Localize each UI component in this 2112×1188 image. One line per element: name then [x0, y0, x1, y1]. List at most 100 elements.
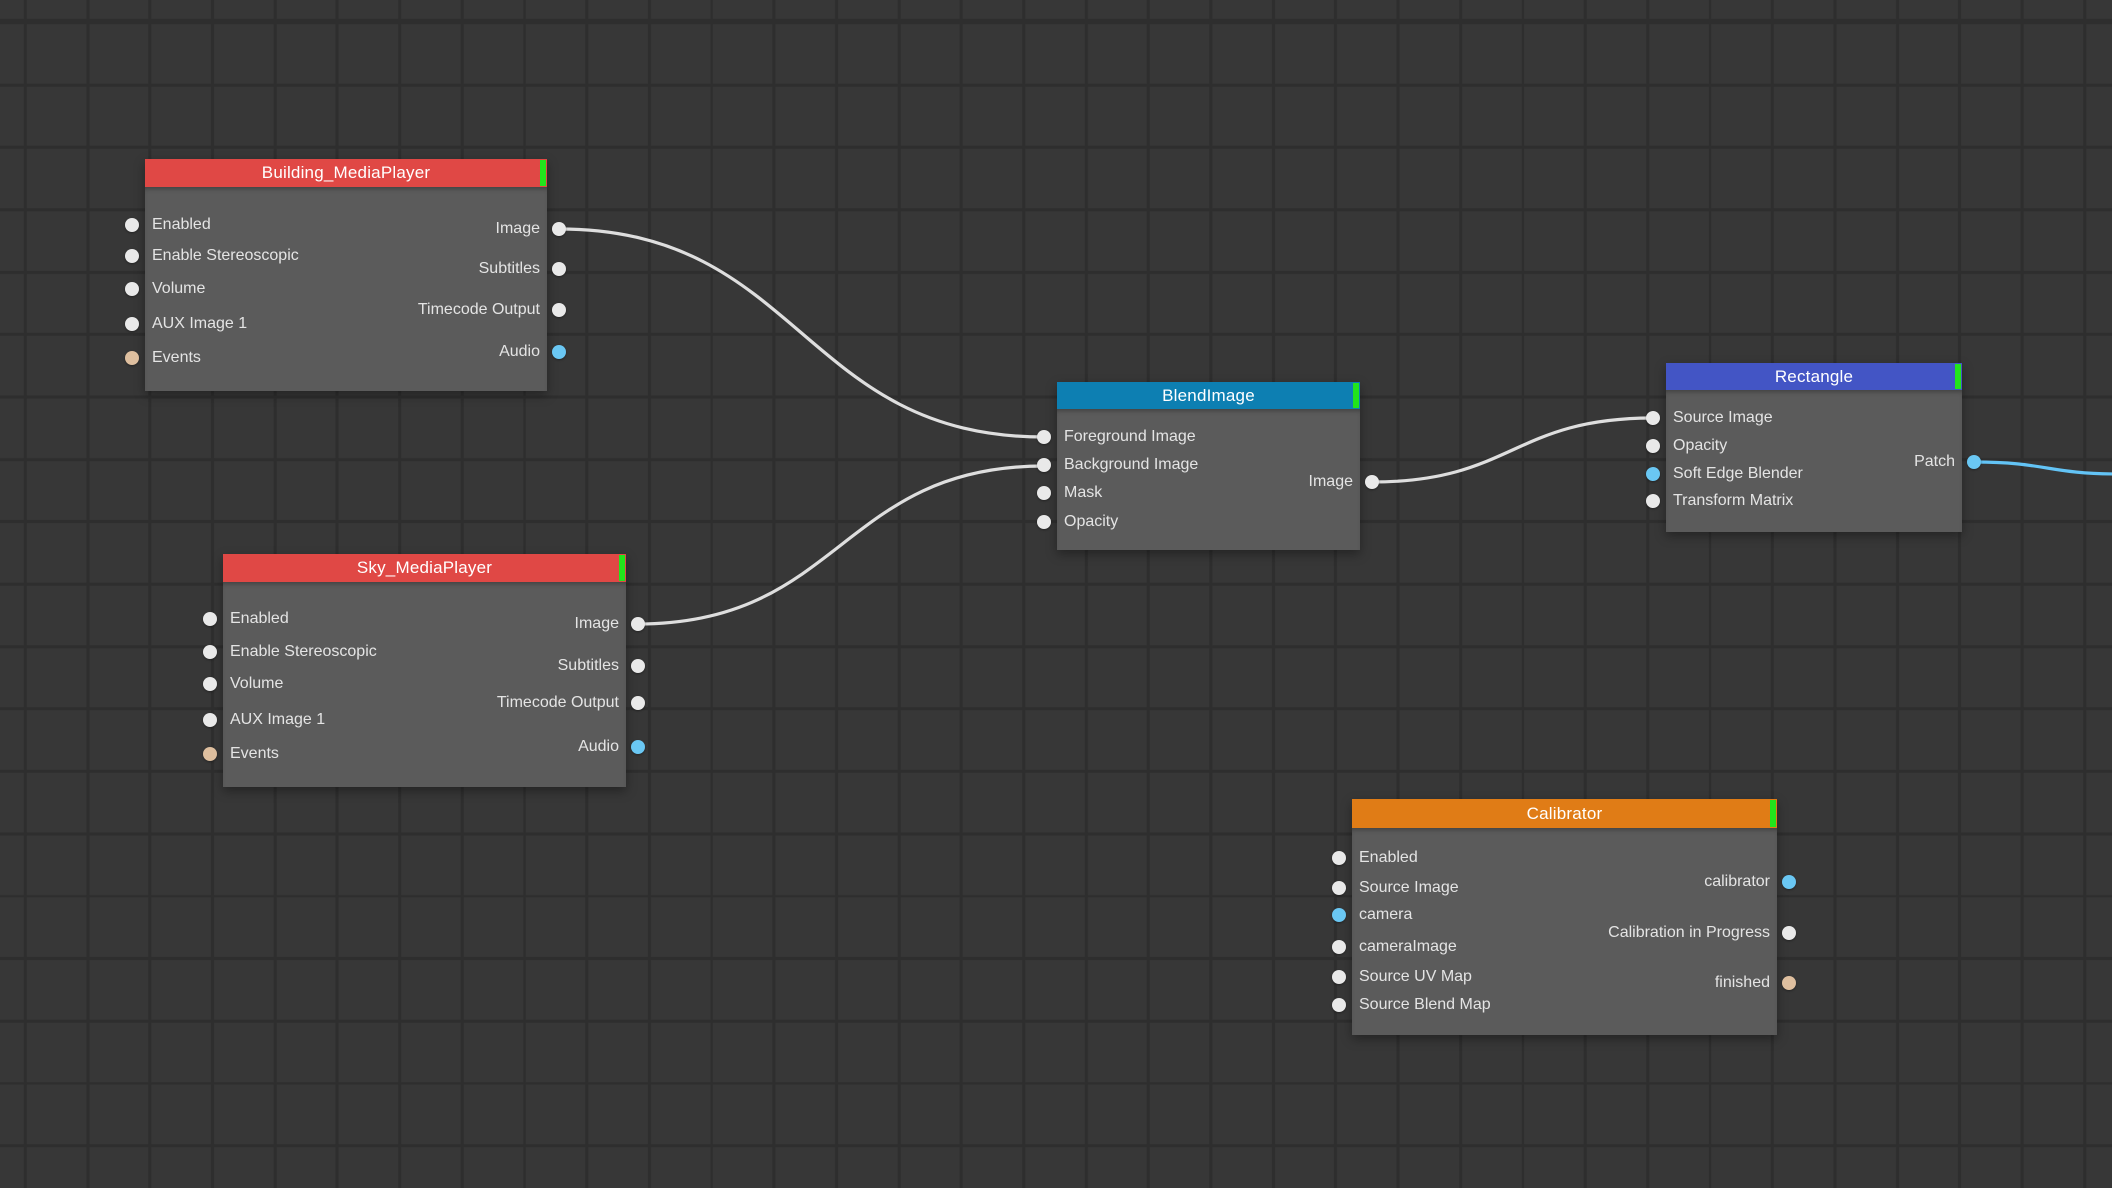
node-header-rectangle[interactable]: Rectangle [1666, 363, 1962, 390]
port-output-calibrator-finished[interactable] [1782, 976, 1796, 990]
port-label: Enabled [152, 216, 211, 233]
port-input-rectangle-opacity[interactable] [1646, 439, 1660, 453]
port-label: Patch [1914, 453, 1955, 470]
port-output-calibrator-calibrator[interactable] [1782, 875, 1796, 889]
node-status-strip [1770, 800, 1776, 827]
node-title: BlendImage [1162, 385, 1255, 405]
port-input-building-mediaplayer-enable-stereoscopic[interactable] [125, 249, 139, 263]
port-label: Opacity [1064, 513, 1119, 530]
node-header-blendimage[interactable]: BlendImage [1057, 382, 1360, 409]
port-label: AUX Image 1 [152, 315, 248, 332]
port-label: Image [1308, 473, 1353, 490]
port-label: Mask [1064, 484, 1103, 501]
port-output-building-mediaplayer-image[interactable] [552, 222, 566, 236]
wire-building-image-to-blend-foreground[interactable] [557, 227, 1046, 439]
port-input-calibrator-source-blend-map[interactable] [1332, 998, 1346, 1012]
port-label: Source Image [1673, 409, 1773, 426]
port-label: Image [495, 220, 540, 237]
port-label: Soft Edge Blender [1673, 465, 1803, 482]
port-input-building-mediaplayer-enabled[interactable] [125, 218, 139, 232]
port-output-blendimage-image[interactable] [1365, 475, 1379, 489]
port-input-sky-mediaplayer-events[interactable] [203, 747, 217, 761]
port-output-building-mediaplayer-audio[interactable] [552, 345, 566, 359]
node-body-sky-mediaplayer [223, 582, 626, 787]
wire-blend-image-to-rectangle-source[interactable] [1370, 416, 1655, 484]
port-label: cameraImage [1359, 938, 1457, 955]
port-label: Timecode Output [496, 694, 619, 711]
port-input-sky-mediaplayer-enabled[interactable] [203, 612, 217, 626]
port-label: Source Image [1359, 879, 1459, 896]
port-output-sky-mediaplayer-image[interactable] [631, 617, 645, 631]
wire-rectangle-patch-to-offscreen[interactable] [1972, 460, 2112, 476]
port-input-calibrator-camera[interactable] [1332, 908, 1346, 922]
port-input-building-mediaplayer-volume[interactable] [125, 282, 139, 296]
node-title: Building_MediaPlayer [261, 163, 431, 182]
node-title: Sky_MediaPlayer [356, 558, 493, 577]
node-header-sky-mediaplayer[interactable]: Sky_MediaPlayer [223, 554, 626, 582]
node-status-strip [619, 555, 625, 581]
port-input-sky-mediaplayer-volume[interactable] [203, 677, 217, 691]
port-input-calibrator-source-image[interactable] [1332, 881, 1346, 895]
port-label: Foreground Image [1064, 428, 1196, 445]
node-body-calibrator [1352, 828, 1777, 1035]
port-output-sky-mediaplayer-timecode-output[interactable] [631, 696, 645, 710]
node-body-rectangle [1666, 390, 1962, 532]
port-output-sky-mediaplayer-audio[interactable] [631, 740, 645, 754]
node-status-strip [1353, 383, 1359, 408]
port-input-blendimage-opacity[interactable] [1037, 515, 1051, 529]
port-label: Volume [152, 280, 206, 297]
port-output-calibrator-calibration-in-progress[interactable] [1782, 926, 1796, 940]
port-label: calibrator [1704, 873, 1770, 890]
port-input-blendimage-foreground-image[interactable] [1037, 430, 1051, 444]
port-input-blendimage-background-image[interactable] [1037, 458, 1051, 472]
node-title: Rectangle [1774, 366, 1854, 386]
port-label: Background Image [1064, 456, 1199, 473]
port-label: Transform Matrix [1673, 492, 1794, 509]
port-label: Source UV Map [1359, 968, 1472, 985]
port-label: AUX Image 1 [230, 711, 326, 728]
port-label: Events [230, 745, 279, 762]
node-body-blendimage [1057, 409, 1360, 550]
port-output-building-mediaplayer-timecode-output[interactable] [552, 303, 566, 317]
node-header-calibrator[interactable]: Calibrator [1352, 799, 1777, 828]
port-input-rectangle-transform-matrix[interactable] [1646, 494, 1660, 508]
port-output-sky-mediaplayer-subtitles[interactable] [631, 659, 645, 673]
port-label: Calibration in Progress [1608, 924, 1770, 941]
port-label: Audio [499, 343, 540, 360]
wire-sky-image-to-blend-background[interactable] [636, 464, 1046, 626]
node-title: Calibrator [1526, 803, 1603, 823]
port-label: Enable Stereoscopic [152, 247, 299, 264]
port-input-blendimage-mask[interactable] [1037, 486, 1051, 500]
port-label: Volume [230, 675, 284, 692]
port-input-calibrator-source-uv-map[interactable] [1332, 970, 1346, 984]
port-label: Timecode Output [417, 301, 540, 318]
port-label: Enabled [1359, 849, 1418, 866]
port-input-rectangle-source-image[interactable] [1646, 411, 1660, 425]
port-input-calibrator-enabled[interactable] [1332, 851, 1346, 865]
port-input-calibrator-cameraimage[interactable] [1332, 940, 1346, 954]
port-input-building-mediaplayer-events[interactable] [125, 351, 139, 365]
node-body-building-mediaplayer [145, 187, 547, 391]
port-label: Events [152, 349, 201, 366]
port-label: Subtitles [557, 657, 619, 674]
port-input-sky-mediaplayer-enable-stereoscopic[interactable] [203, 645, 217, 659]
node-header-building-mediaplayer[interactable]: Building_MediaPlayer [145, 159, 547, 187]
port-input-sky-mediaplayer-aux-image-1[interactable] [203, 713, 217, 727]
port-label: Source Blend Map [1359, 996, 1491, 1013]
port-label: Opacity [1673, 437, 1728, 454]
node-status-strip [540, 160, 546, 186]
port-label: Enabled [230, 610, 289, 627]
port-input-rectangle-soft-edge-blender[interactable] [1646, 467, 1660, 481]
port-input-building-mediaplayer-aux-image-1[interactable] [125, 317, 139, 331]
port-label: finished [1714, 974, 1770, 991]
port-label: Subtitles [478, 260, 540, 277]
port-output-rectangle-patch[interactable] [1967, 455, 1981, 469]
port-output-building-mediaplayer-subtitles[interactable] [552, 262, 566, 276]
